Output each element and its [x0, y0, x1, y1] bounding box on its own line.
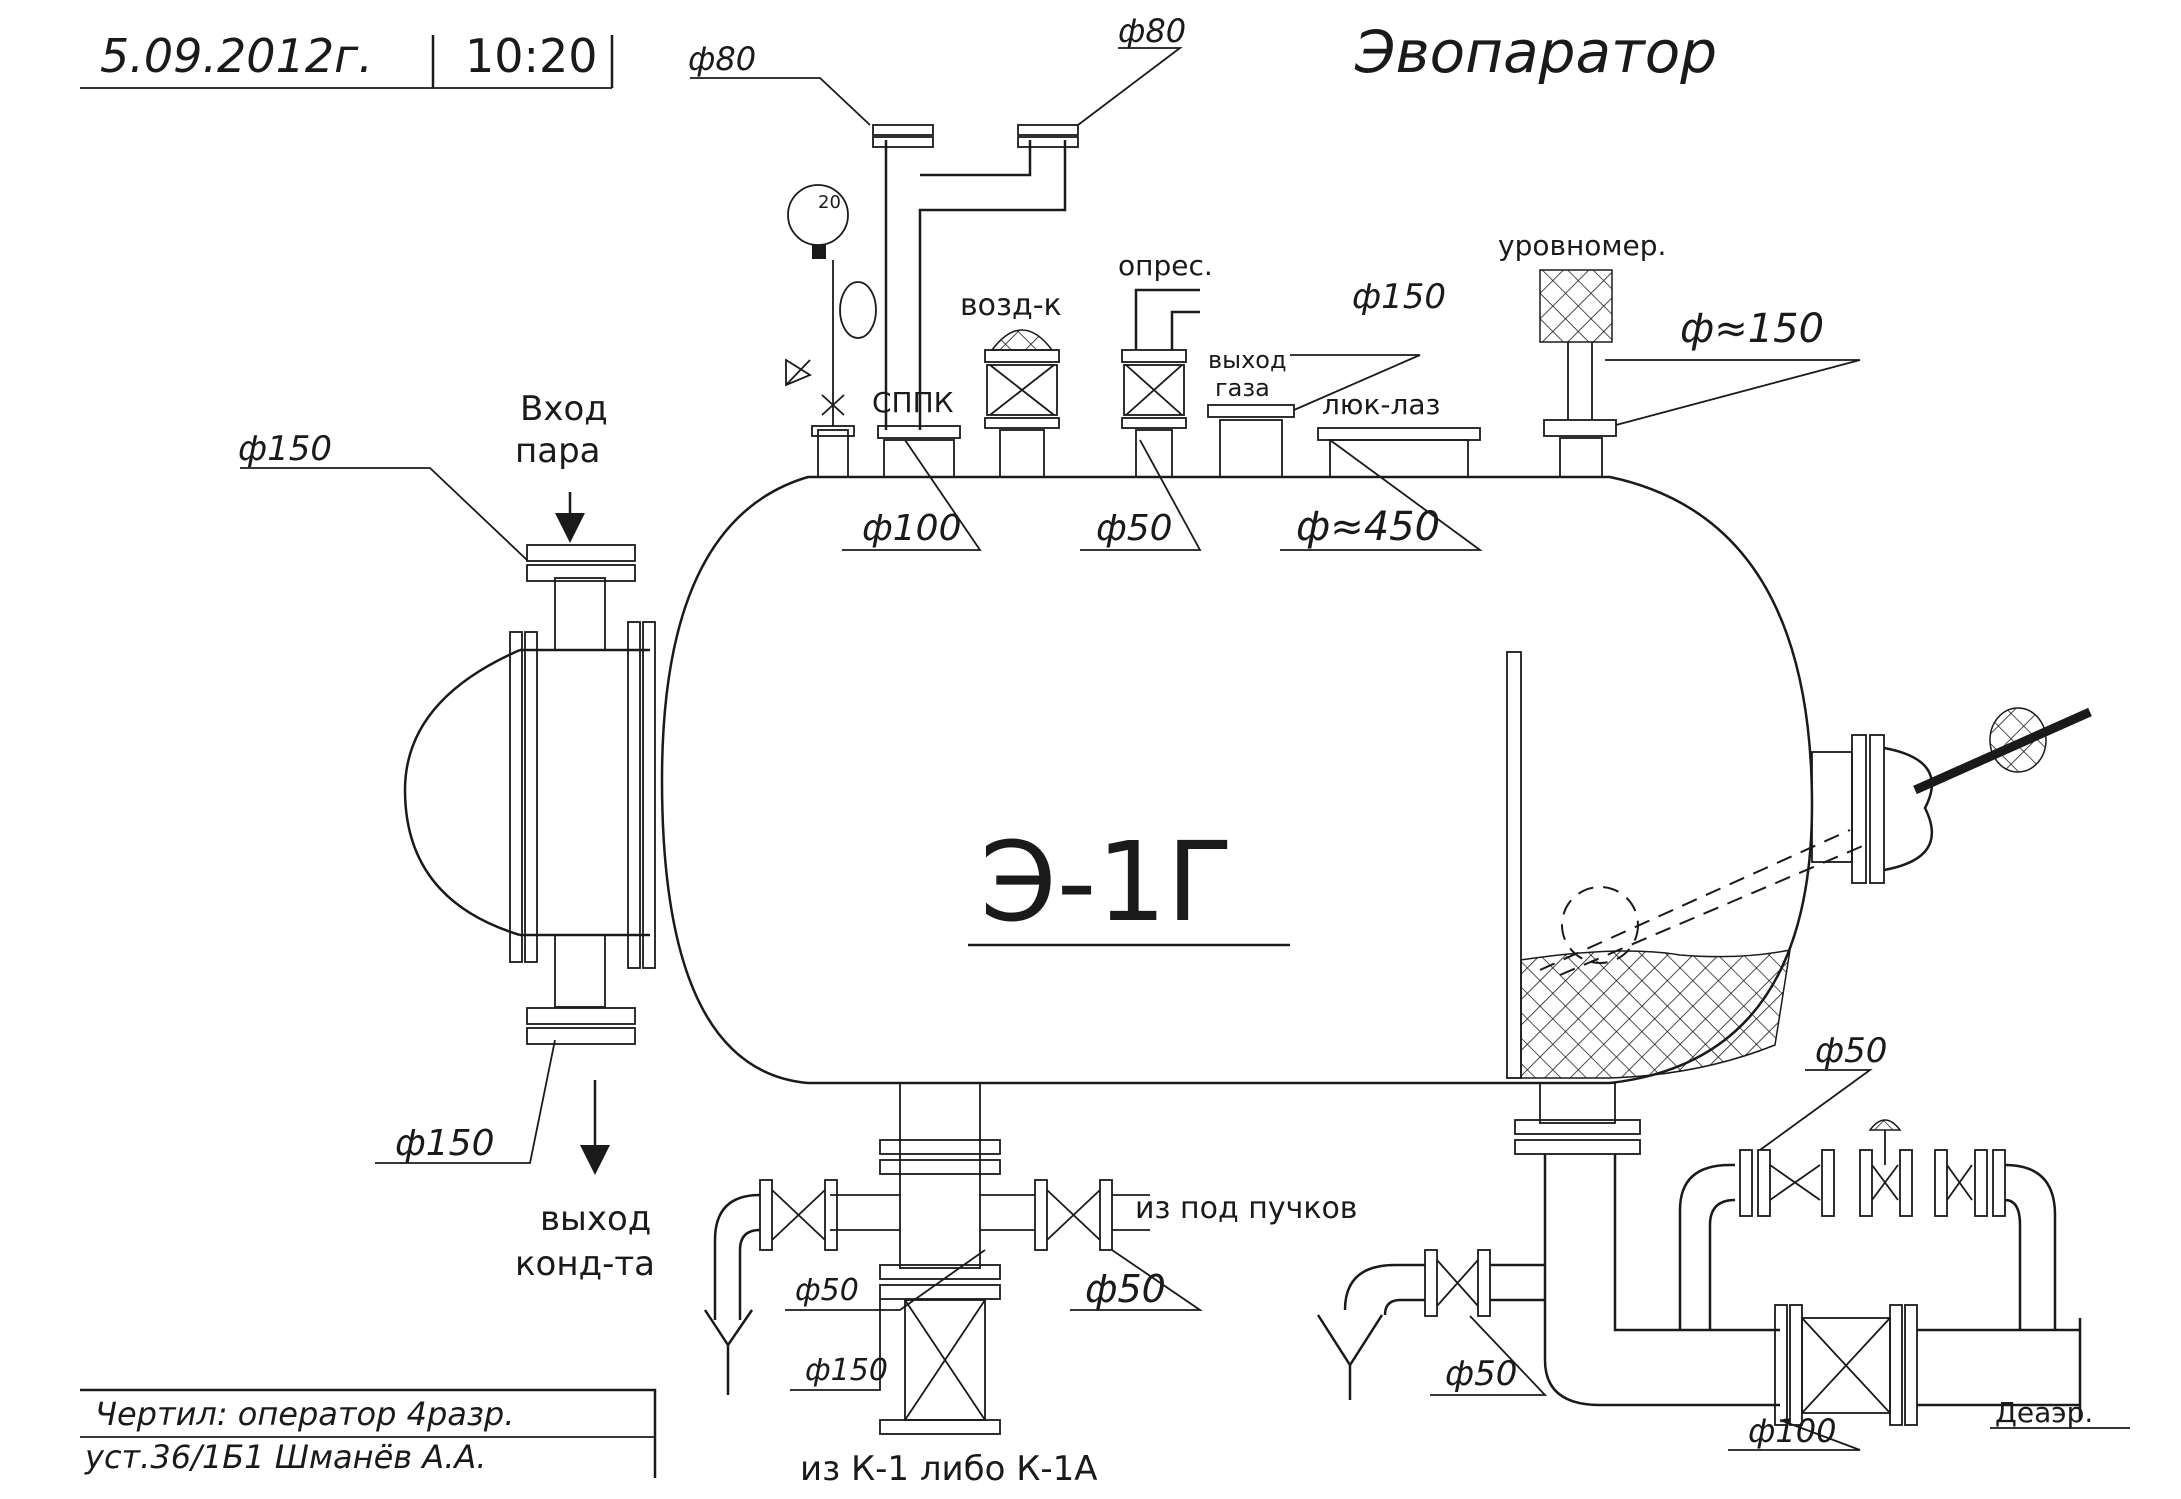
dim-d150-left-top: ф150 — [238, 429, 332, 469]
dim-d150-level: ф≈150 — [1680, 306, 1824, 352]
leader-lines — [240, 47, 2130, 1451]
labels: Вход пара выход конд-та СППК возд-к опре… — [515, 192, 2093, 1489]
dim-d80-right: ф80 — [1118, 12, 1186, 50]
top-nozzles — [785, 124, 1617, 478]
signature-line1: Чертил: оператор 4разр. — [95, 1395, 514, 1433]
dimension-texts: ф80 ф80 ф150 ф150 ф100 ф50 ф150 ф≈450 ф≈… — [238, 12, 1887, 1450]
deaerator-label: Деаэр. — [1995, 1396, 2093, 1429]
signature-line2: уст.36/1Б1 Шманёв А.А. — [84, 1438, 486, 1476]
manhole-label: люк-лаз — [1322, 388, 1440, 421]
dim-d80-left: ф80 — [688, 40, 756, 78]
dim-d150-bottom: ф150 — [805, 1353, 888, 1388]
date-text: 5.09.2012г. — [100, 29, 373, 83]
condensate-out-label-line2: конд-та — [515, 1244, 655, 1284]
condensate-out-label-line1: выход — [540, 1199, 651, 1239]
sppk-label: СППК — [872, 386, 954, 419]
left-exchanger-head — [403, 492, 656, 1175]
dim-d150-left-bottom: ф150 — [395, 1123, 495, 1164]
steam-in-label-line1: Вход — [520, 389, 608, 429]
dim-d100-main: ф100 — [1748, 1412, 1836, 1450]
from-bundles-label: из под пучков — [1135, 1191, 1357, 1226]
dim-d50-bottom-right: ф50 — [1085, 1267, 1166, 1311]
dim-d150-top: ф150 — [1352, 277, 1446, 317]
dim-d50-bottom-left: ф50 — [795, 1273, 859, 1308]
gas-out-label-line2: газа — [1215, 374, 1270, 402]
evaporator-vessel: Э-1Г — [660, 475, 1866, 1085]
time-text: 10:20 — [465, 29, 598, 83]
dim-d100-sppk: ф100 — [862, 508, 962, 549]
level-gauge-label: уровномер. — [1498, 229, 1666, 262]
gas-out-label-line1: выход — [1208, 346, 1287, 374]
page-title: Эвопаратор — [1354, 18, 1717, 86]
vessel-label: Э-1Г — [980, 818, 1234, 946]
dim-d50-press: ф50 — [1096, 508, 1173, 549]
dim-d450-manhole: ф≈450 — [1296, 504, 1440, 550]
signature-block: Чертил: оператор 4разр. уст.36/1Б1 Шманё… — [80, 1388, 657, 1478]
bottom-piping — [703, 1082, 2082, 1435]
dim-d50-bypass: ф50 — [1815, 1031, 1887, 1071]
from-k1-label: из К-1 либо К-1А — [800, 1449, 1098, 1489]
steam-in-label-line2: пара — [515, 431, 600, 471]
right-float-nozzle — [1811, 707, 2092, 884]
gauge-mark: 20 — [818, 192, 841, 213]
dim-d50-lower-right: ф50 — [1445, 1354, 1517, 1394]
air-valve-label: возд-к — [960, 288, 1062, 323]
header: 5.09.2012г. 10:20 Эвопаратор — [80, 18, 1717, 89]
pressure-test-label: опрес. — [1118, 249, 1213, 282]
